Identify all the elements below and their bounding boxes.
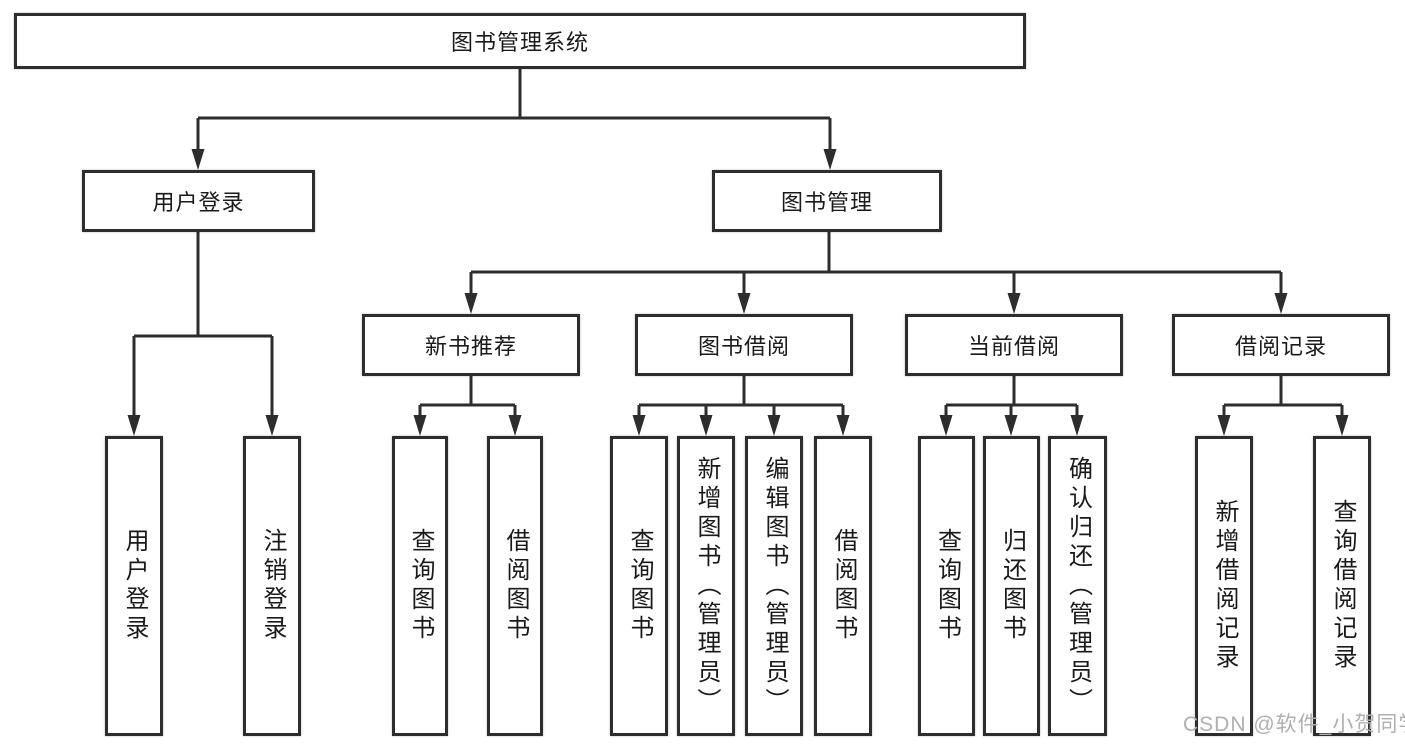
leaf-query-books-borrow-label: 查询图书 (626, 528, 653, 644)
node-current-borrow-label: 当前借阅 (967, 334, 1060, 359)
leaf-logout: 注销登录 (243, 436, 301, 736)
csdn-watermark: CSDN @软件_小贺同学 (1183, 713, 1405, 736)
leaf-query-borrow-record: 查询借阅记录 (1313, 436, 1371, 736)
leaf-add-books-admin-label: 新增图书（管理员） (693, 455, 720, 717)
connector-shafts (132, 69, 1344, 424)
node-library-management-system: 图书管理系统 (14, 13, 1026, 69)
node-current-borrow: 当前借阅 (905, 314, 1123, 376)
node-new-book-recommend: 新书推荐 (362, 314, 580, 376)
node-borrow-records: 借阅记录 (1172, 314, 1390, 376)
node-user-login: 用户登录 (82, 170, 315, 232)
leaf-add-borrow-record: 新增借阅记录 (1195, 436, 1253, 736)
leaf-query-borrow-record-label: 查询借阅记录 (1329, 499, 1356, 673)
node-book-management-label: 图书管理 (780, 190, 873, 215)
leaf-return-books-label: 归还图书 (998, 528, 1026, 644)
node-book-borrow: 图书借阅 (635, 314, 853, 376)
leaf-query-books-recommend: 查询图书 (392, 436, 448, 736)
node-library-management-system-label: 图书管理系统 (450, 30, 589, 55)
leaf-logout-label: 注销登录 (259, 528, 286, 644)
leaf-borrow-books-recommend-label: 借阅图书 (502, 528, 529, 644)
node-book-borrow-label: 图书借阅 (697, 334, 790, 359)
leaf-query-books-borrow: 查询图书 (610, 436, 668, 736)
leaf-borrow-books-label: 借阅图书 (830, 528, 857, 644)
leaf-add-borrow-record-label: 新增借阅记录 (1211, 499, 1238, 673)
leaf-return-books: 归还图书 (983, 436, 1040, 736)
leaf-add-books-admin: 新增图书（管理员） (677, 436, 735, 736)
leaf-query-books-current-label: 查询图书 (933, 528, 961, 644)
leaf-borrow-books: 借阅图书 (814, 436, 872, 736)
node-borrow-records-label: 借阅记录 (1234, 334, 1327, 359)
node-user-login-label: 用户登录 (152, 190, 245, 215)
leaf-user-login: 用户登录 (105, 436, 163, 736)
leaf-query-books-recommend-label: 查询图书 (407, 528, 434, 644)
leaf-confirm-return-admin: 确认归还（管理员） (1048, 436, 1107, 736)
node-new-book-recommend-label: 新书推荐 (424, 334, 517, 359)
leaf-edit-books-admin-label: 编辑图书（管理员） (761, 455, 788, 717)
node-book-management: 图书管理 (712, 170, 942, 232)
leaf-confirm-return-admin-label: 确认归还（管理员） (1064, 455, 1092, 717)
leaf-borrow-books-recommend: 借阅图书 (487, 436, 543, 736)
leaf-edit-books-admin: 编辑图书（管理员） (745, 436, 803, 736)
leaf-query-books-current: 查询图书 (918, 436, 975, 736)
leaf-user-login-label: 用户登录 (121, 528, 148, 644)
